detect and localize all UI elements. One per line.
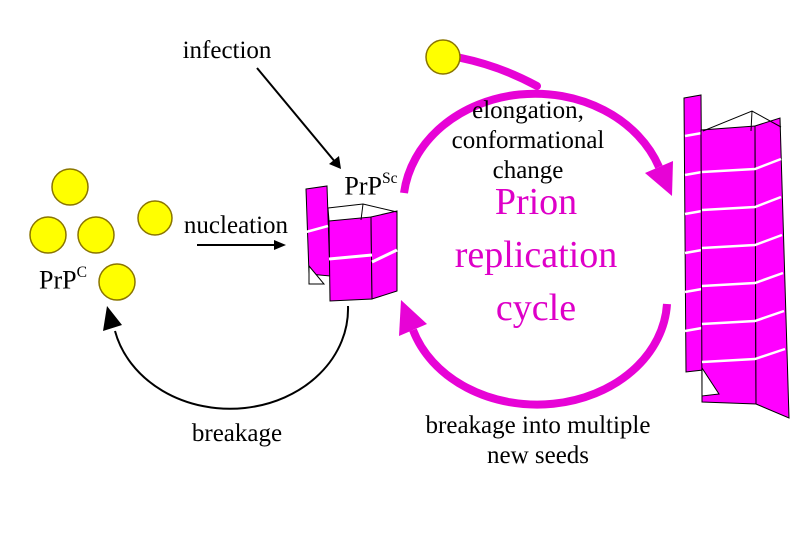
cycle-title-line3: cycle: [495, 287, 577, 329]
breakage-seeds-label-line2: new seeds: [486, 442, 590, 469]
nucleation-arrow: [197, 240, 286, 250]
cycle-title-line1: Prion: [494, 181, 578, 223]
prpsc-label-base: PrP: [344, 171, 382, 201]
cycle-title: Prion replication cycle: [455, 176, 617, 335]
prpc-monomer-circle: [29, 216, 67, 254]
prpsc-label: PrPSc: [344, 166, 397, 202]
elongation-label-line2: conformational: [451, 127, 605, 154]
breakage-seeds-label-line1: breakage into multiple: [425, 412, 651, 439]
prpc-monomer-circle: [77, 216, 115, 254]
amyloid-fibril-stack: [683, 94, 790, 419]
nucleation-label: nucleation: [183, 212, 289, 239]
prpsc-label-sup: Sc: [381, 170, 398, 188]
breakage-seeds-label: breakage into multiple new seeds: [426, 411, 651, 471]
elongation-label-line3: change: [492, 157, 564, 184]
infection-arrow: [256, 67, 341, 169]
breakage-label: breakage: [191, 420, 283, 447]
prpc-label-sup: C: [76, 264, 87, 282]
infecting-monomer-circle: [425, 39, 461, 75]
prpsc-seed-stack: [305, 185, 398, 302]
infection-label: infection: [182, 37, 272, 64]
fibril-left-flap-dividers: [684, 131, 703, 333]
prpc-monomer-cluster: [29, 168, 173, 301]
cycle-title-line2: replication: [454, 234, 618, 276]
prpc-monomer-circle: [98, 263, 136, 301]
prpc-monomer-circle: [51, 168, 89, 206]
prion-cycle-bottom-arrow: [399, 300, 671, 409]
prpc-monomer-circle: [137, 200, 173, 236]
breakage-arc-arrow: [103, 305, 350, 410]
prpc-label: PrPC: [39, 260, 87, 296]
prpc-label-base: PrP: [39, 265, 77, 295]
fibril-layer-dividers: [701, 157, 786, 364]
prion-cycle-top-arrow: [400, 54, 673, 196]
elongation-label-line1: elongation,: [472, 97, 584, 124]
elongation-label: elongation, conformational change: [452, 96, 605, 186]
